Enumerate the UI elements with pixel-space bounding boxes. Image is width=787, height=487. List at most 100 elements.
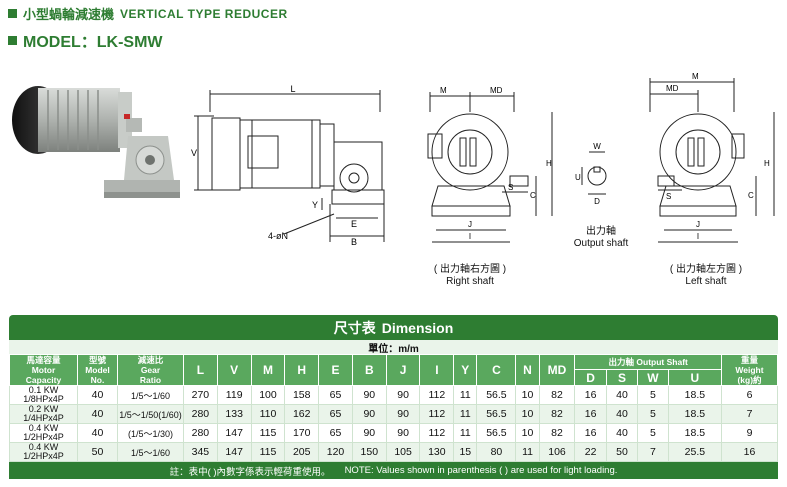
cell-l: 280 (183, 404, 218, 424)
cell-l: 280 (183, 423, 218, 443)
cell-ratio: 1/5～1/60 (117, 385, 184, 405)
cell-capacity-kw: 0.2 KW (28, 404, 59, 414)
cell-model: 40 (77, 404, 118, 424)
dim-L: L (290, 84, 295, 94)
dim-M-left: M (692, 72, 699, 81)
right-shaft-zh: ( 出力軸右方圖 ) (433, 264, 507, 275)
cell-b: 90 (351, 423, 387, 443)
cell-u: 25.5 (667, 442, 723, 462)
cell-weight: 6 (721, 385, 778, 405)
cell-h: 205 (284, 442, 320, 462)
cell-capacity-hp: 1/2HPx4P (23, 451, 64, 461)
table-title-en: Dimension (381, 319, 454, 336)
cell-i: 130 (419, 442, 455, 462)
dim-S-right: S (508, 183, 513, 192)
col-model-zh: 型號 (88, 355, 106, 365)
cell-m: 110 (250, 404, 286, 424)
cell-v: 147 (216, 442, 252, 462)
dim-I-right: I (469, 232, 471, 241)
cell-d: 22 (574, 442, 607, 462)
left-shaft-en: Left shaft (685, 276, 727, 287)
cell-y: 11 (453, 404, 478, 424)
col-weight: 重量 Weight (kg)約 (721, 354, 778, 386)
cell-d: 16 (574, 385, 607, 405)
dimension-table: 尺寸表 Dimension 單位：m/m 馬達容量 Motor Capacity… (9, 315, 778, 479)
output-shaft-drawing: W U D (575, 142, 607, 206)
cell-md: 106 (538, 442, 576, 462)
cell-e: 65 (318, 423, 353, 443)
cell-md: 82 (538, 385, 576, 405)
left-shaft-caption: ( 出力軸左方圖 ) Left shaft (656, 264, 756, 288)
left-shaft-zh: ( 出力軸左方圖 ) (669, 264, 743, 275)
cell-v: 119 (216, 385, 252, 405)
col-ratio-zh: 減速比 (137, 355, 164, 365)
cell-md: 82 (538, 423, 576, 443)
dim-V: V (191, 148, 197, 158)
cell-c: 56.5 (476, 385, 517, 405)
col-Y: Y (453, 354, 478, 386)
dim-U: U (575, 173, 581, 182)
model-heading: MODEL：LK-SMW (8, 28, 163, 52)
cell-capacity-hp: 1/4HPx4P (23, 413, 64, 423)
reducer-photo (12, 86, 180, 198)
col-ratio-en1: Gear (140, 365, 161, 375)
cell-v: 133 (216, 404, 252, 424)
col-MD: MD (538, 354, 576, 386)
col-D: D (574, 369, 607, 386)
cell-i: 112 (419, 404, 455, 424)
dim-I-left: I (697, 232, 699, 241)
cell-s: 40 (605, 404, 639, 424)
cell-ratio: 1/5～1/50(1/60) (117, 404, 184, 424)
cell-weight: 9 (721, 423, 778, 443)
cell-n: 10 (515, 385, 540, 405)
table-unit: 單位：m/m (9, 340, 778, 355)
dimension-grid: 馬達容量 Motor Capacity 型號 Model No. 減速比 Gea… (9, 354, 778, 462)
cell-y: 11 (453, 423, 478, 443)
cell-b: 90 (351, 404, 387, 424)
cell-w: 7 (637, 442, 669, 462)
dim-MD-right: MD (490, 86, 503, 95)
cell-c: 80 (476, 442, 517, 462)
cell-ratio: 1/5～1/60 (117, 442, 184, 462)
dim-C-right: C (530, 191, 536, 200)
dim-W: W (593, 142, 601, 151)
col-S: S (605, 369, 639, 386)
cell-s: 40 (605, 423, 639, 443)
cell-m: 115 (250, 442, 286, 462)
note-en: NOTE: Values shown in parenthesis ( ) ar… (344, 465, 618, 476)
cell-j: 105 (385, 442, 421, 462)
bullet-square-icon (8, 35, 17, 45)
col-output-shaft: 出力軸 Output Shaft (574, 354, 722, 370)
title-en: VERTICAL TYPE REDUCER (120, 6, 288, 21)
cell-u: 18.5 (667, 423, 723, 443)
cell-c: 56.5 (476, 423, 517, 443)
col-weight-en1: Weight (735, 365, 764, 375)
cell-e: 120 (318, 442, 353, 462)
dim-B: B (351, 237, 357, 247)
col-ratio-en2: Ratio (139, 375, 162, 385)
note-zh: 註：表中( )內數字係表示輕荷重使用。 (169, 466, 331, 478)
dim-S-left: S (666, 192, 671, 201)
cell-n: 10 (515, 423, 540, 443)
cell-s: 40 (605, 385, 639, 405)
cell-h: 162 (284, 404, 320, 424)
col-J: J (385, 354, 421, 386)
cell-y: 15 (453, 442, 478, 462)
cell-n: 10 (515, 404, 540, 424)
model-label: MODEL：LK-SMW (23, 34, 163, 51)
cell-l: 270 (183, 385, 218, 405)
col-W: W (637, 369, 669, 386)
cell-md: 82 (538, 404, 576, 424)
cell-capacity-kw: 0.1 KW (28, 385, 59, 395)
cell-model: 40 (77, 423, 118, 443)
cell-l: 345 (183, 442, 218, 462)
dim-M-right: M (440, 86, 447, 95)
cell-weight: 7 (721, 404, 778, 424)
left-shaft-drawing: M MD H C S J I (649, 72, 775, 243)
cell-n: 11 (515, 442, 540, 462)
cell-capacity-hp: 1/2HPx4P (23, 432, 64, 442)
